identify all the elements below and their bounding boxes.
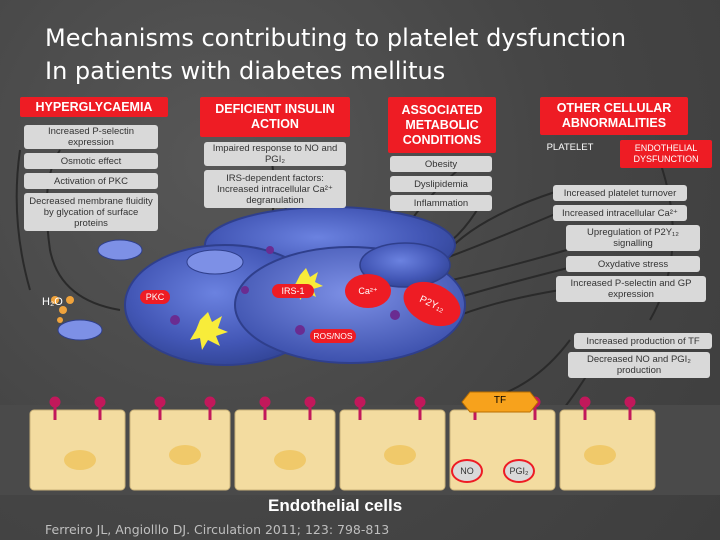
no-text: NO [460,466,474,476]
slide-title: Mechanisms contributing to platelet dysf… [45,22,685,88]
item-upregulation-p2y12: Upregulation of P2Y₁₂ signalling [566,225,700,251]
h2o-label: H₂O [42,296,63,308]
item-oxydative-stress: Oxydative stress [566,256,700,272]
endothelial-dysfunction-text: ENDOTHELIAL DYSFUNCTION [633,143,699,164]
item-increased-production-tf: Increased production of TF [574,333,712,349]
ca-label: Ca²⁺ [345,274,391,308]
platelet-sub-label: PLATELET [546,142,594,153]
pkc-label: PKC [140,290,170,304]
title-line-2: In patients with diabetes mellitus [45,57,446,85]
header-insulin: DEFICIENT INSULIN ACTION [200,97,350,137]
header-insulin-label: DEFICIENT INSULIN ACTION [215,102,335,131]
item-dyslipidemia: Dyslipidemia [390,176,492,192]
item-osmotic-effect: Osmotic effect [24,153,158,169]
p2y12-text: P2Y₁₂ [417,293,447,315]
item-impaired-response-no-pgi2: Impaired response to NO and PGI₂ [204,142,346,166]
endothelial-dysfunction-label: ENDOTHELIAL DYSFUNCTION [620,140,712,168]
item-obesity: Obesity [390,156,492,172]
pgi2-label: PGI₂ [503,459,535,483]
item-increased-intracellular-ca: Increased intracellular Ca²⁺ [553,205,687,221]
header-other: OTHER CELLULAR ABNORMALITIES [540,97,688,135]
header-other-label: OTHER CELLULAR ABNORMALITIES [556,101,672,130]
no-label: NO [451,459,483,483]
platelet-cluster [124,206,466,366]
header-hyperglycaemia: HYPERGLYCAEMIA [20,97,168,117]
pkc-text: PKC [145,291,165,302]
header-metabolic-label: ASSOCIATED METABOLIC CONDITIONS [401,102,483,147]
endothelial-cells-label: Endothelial cells [268,496,403,515]
item-increased-p-selectin: Increased P-selectin expression [24,125,158,149]
item-inflammation: Inflammation [390,195,492,211]
irs1-text: IRS-1 [281,285,305,296]
item-decreased-no-pgi2: Decreased NO and PGI₂ production [568,352,710,378]
header-hyperglycaemia-label: HYPERGLYCAEMIA [35,99,153,114]
item-decreased-membrane-fluidity: Decreased membrane fluidity by glycation… [24,193,158,231]
tf-label: TF [493,395,507,406]
irs1-label: IRS-1 [272,284,314,298]
header-metabolic: ASSOCIATED METABOLIC CONDITIONS [388,97,496,153]
item-increased-platelet-turnover: Increased platelet turnover [553,185,687,201]
item-activation-pkc: Activation of PKC [24,173,158,189]
item-increased-p-selectin-gp: Increased P-selectin and GP expression [556,276,706,302]
ros-nos-text: ROS/NOS [313,330,353,341]
title-line-1: Mechanisms contributing to platelet dysf… [45,24,627,52]
item-irs-dependent-factors: IRS-dependent factors: Increased intrace… [204,170,346,208]
endothelial-cell-layer [0,396,720,495]
pgi2-text: PGI₂ [509,466,529,476]
ros-nos-label: ROS/NOS [310,329,356,343]
citation: Ferreiro JL, Angiolllo DJ. Circulation 2… [45,522,390,537]
ca-text: Ca²⁺ [358,285,378,296]
